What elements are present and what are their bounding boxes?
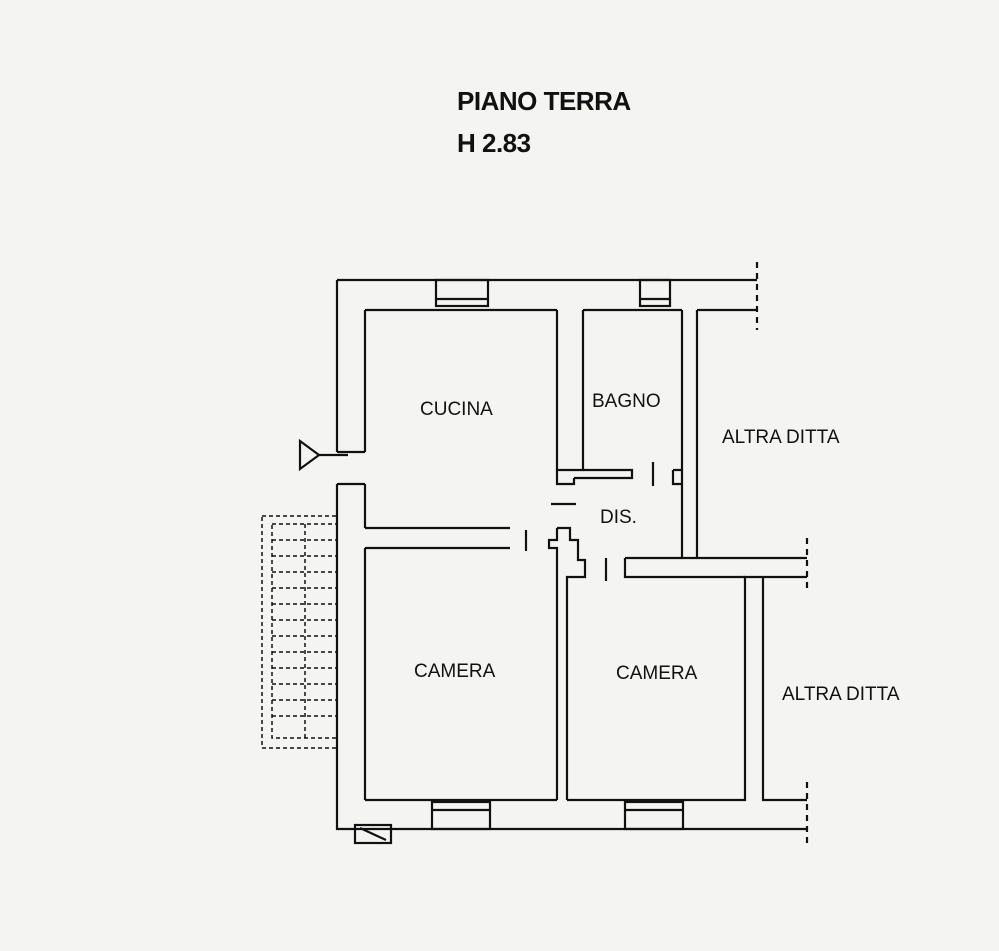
wall-cucina-bagno xyxy=(555,310,585,472)
room-label-camera-right: CAMERA xyxy=(616,663,698,684)
wall-between-camere xyxy=(547,526,587,800)
room-label-camera-left: CAMERA xyxy=(414,661,496,682)
room-label-bagno: BAGNO xyxy=(592,391,661,412)
utility-box-diagonal xyxy=(359,827,387,841)
neighbour-boundary xyxy=(755,262,809,845)
outer-wall-outer-line xyxy=(335,278,807,831)
entrance-arrow-icon xyxy=(298,438,321,472)
room-label-cucina: CUCINA xyxy=(420,399,493,420)
wall-bagno-dis-stub xyxy=(555,468,634,486)
plan-title: PIANO TERRA xyxy=(457,86,631,116)
room-label-dis: DIS. xyxy=(600,507,637,528)
label-altra-ditta-bottom: ALTRA DITTA xyxy=(782,684,900,705)
entrance-jambs xyxy=(337,450,365,486)
label-altra-ditta-top: ALTRA DITTA xyxy=(722,427,840,448)
wall-cucina-camera xyxy=(365,526,510,550)
window-bagno xyxy=(638,278,672,308)
ceiling-height-label: H 2.83 xyxy=(457,128,531,158)
wall-dis-camera xyxy=(623,556,807,579)
wall-bagno-altra-ditta-jamb xyxy=(671,468,682,486)
window-cucina xyxy=(434,278,490,308)
window-camera-left xyxy=(430,800,492,831)
window-camera-right xyxy=(623,800,685,831)
outer-wall-inner-line xyxy=(363,308,807,802)
external-stair xyxy=(261,515,338,749)
utility-box-icon xyxy=(353,823,393,845)
wall-bagno-altra-ditta xyxy=(680,310,699,560)
